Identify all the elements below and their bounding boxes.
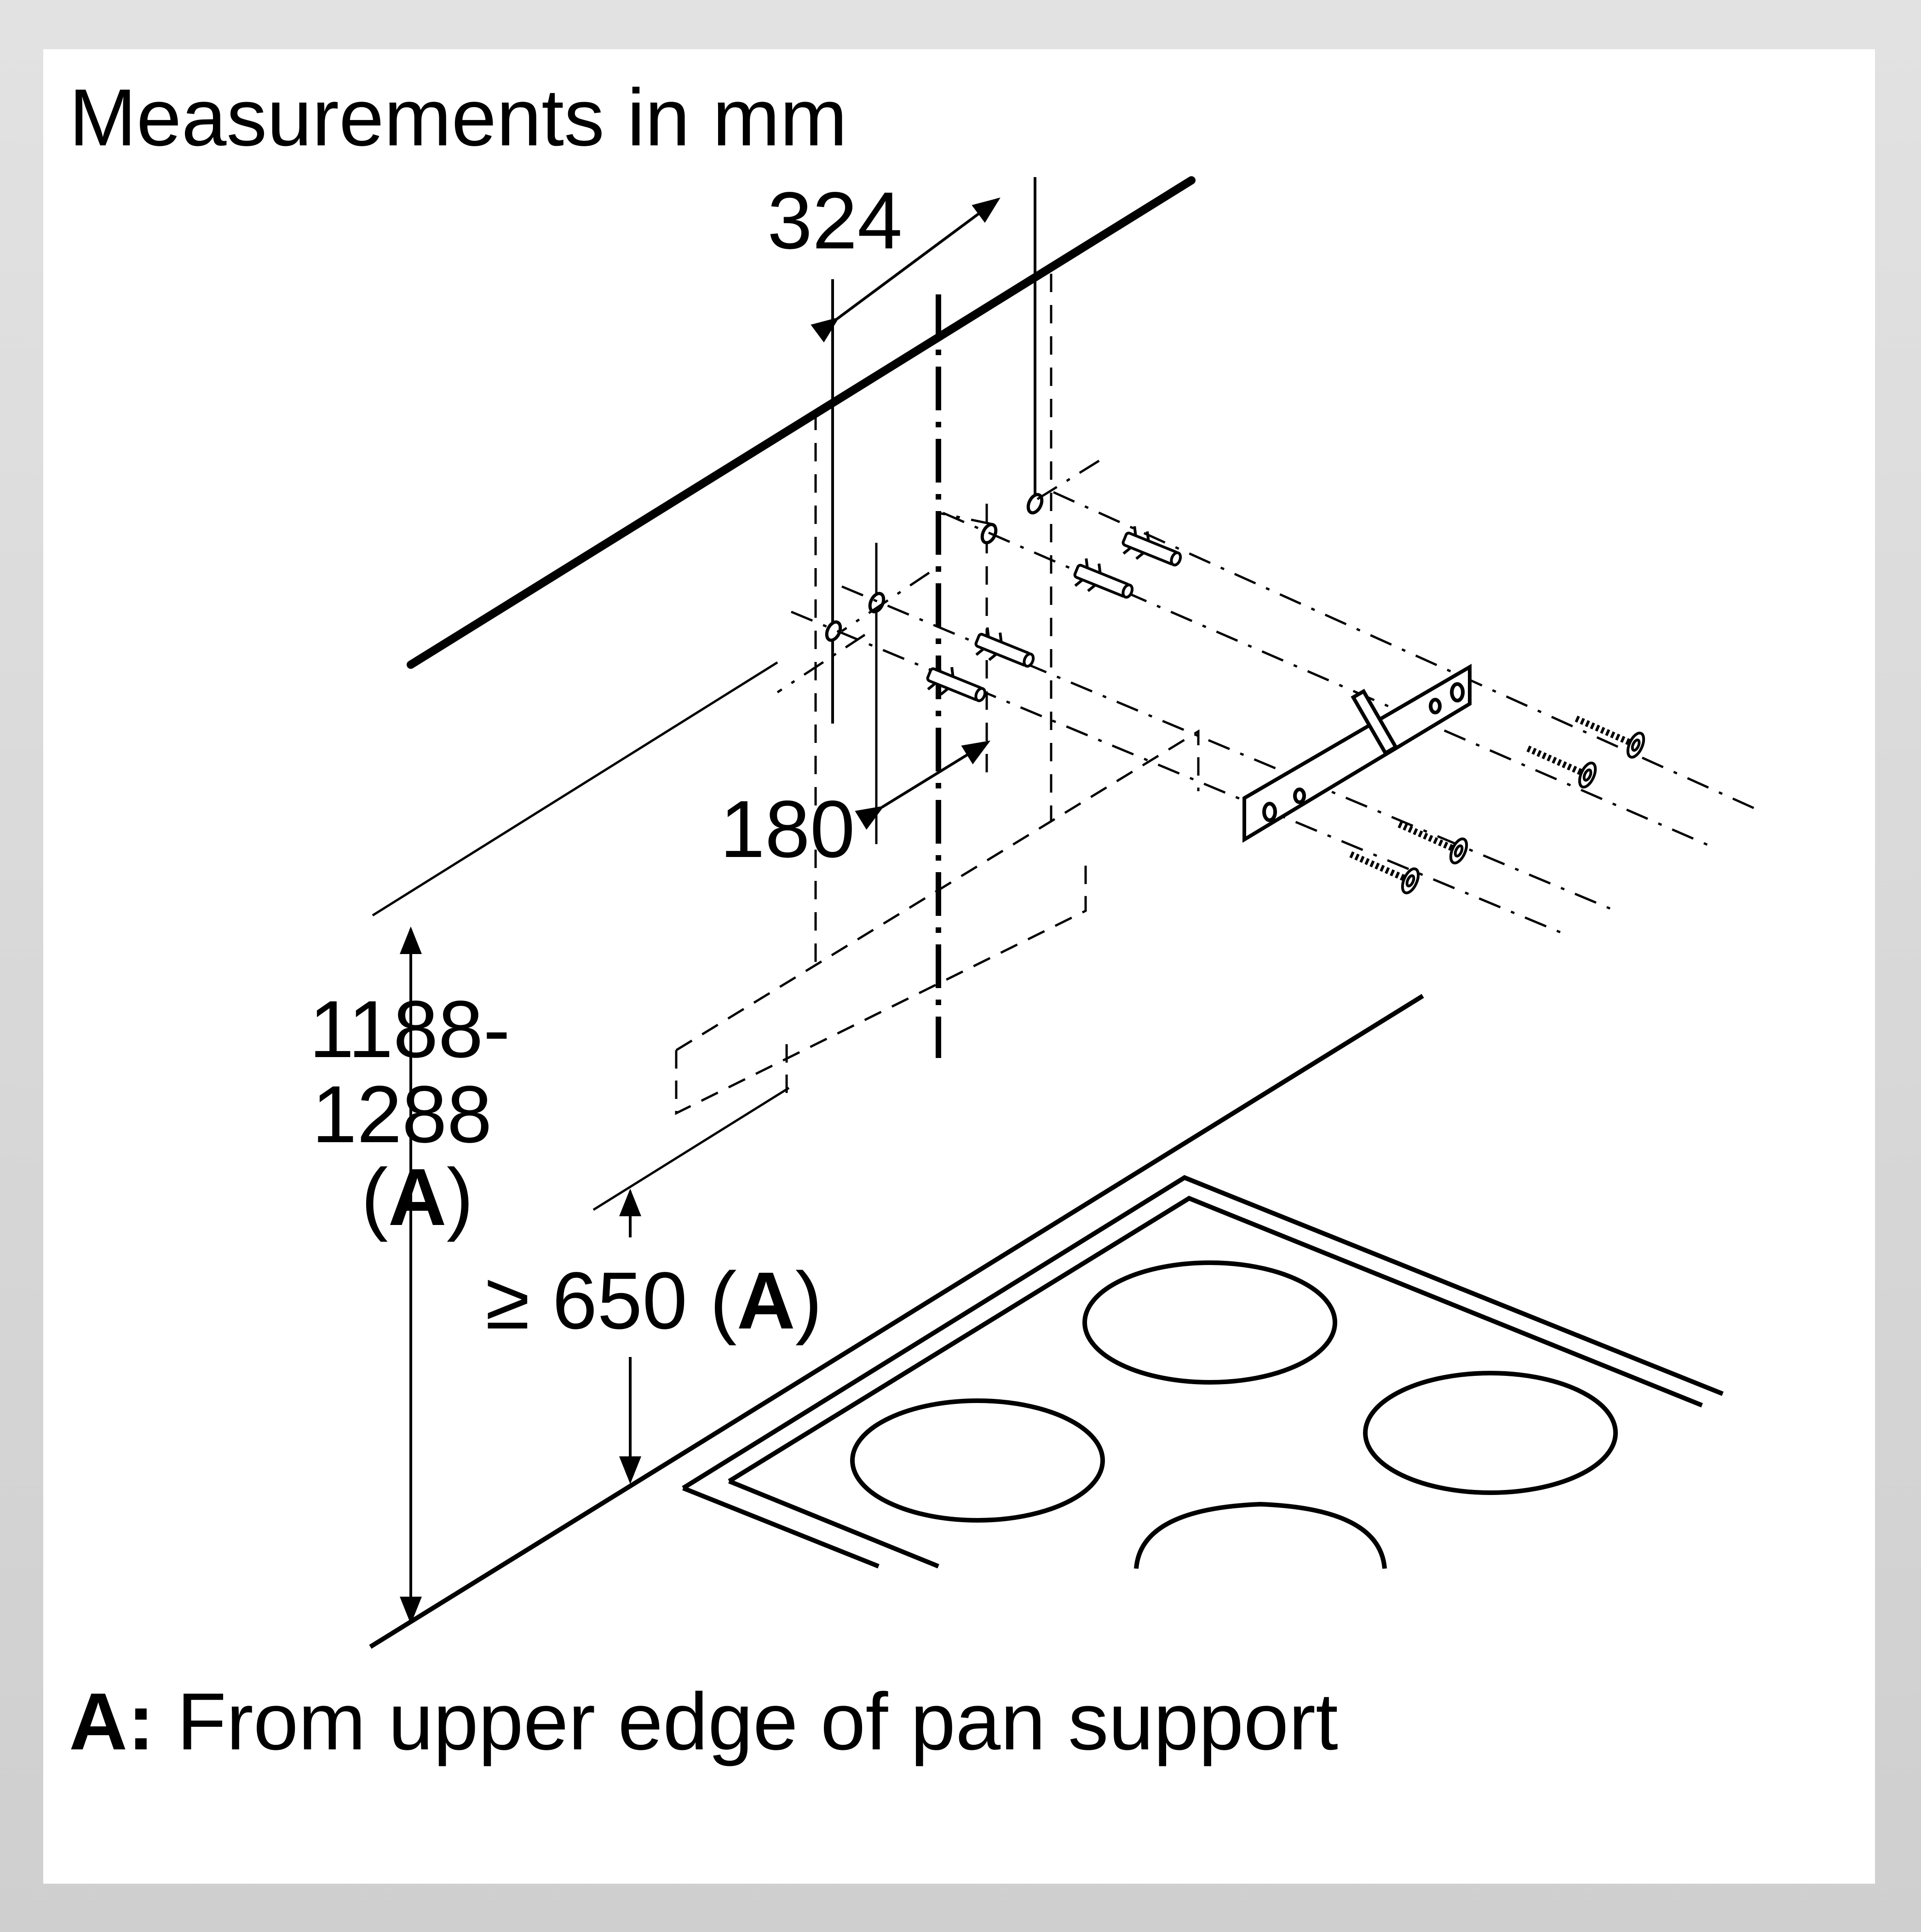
wall-edge-line	[407, 176, 1196, 669]
alignment-lines	[776, 456, 1758, 935]
dimension-spacing-label: 180	[720, 784, 855, 874]
page-title: Measurements in mm	[69, 73, 848, 163]
burner-back-left	[1082, 1260, 1337, 1385]
wall-plugs	[926, 526, 1182, 702]
footnote-text: From upper edge of pan support	[154, 1677, 1338, 1767]
drill-holes	[825, 493, 1044, 642]
dimension-height-line2: 1288	[312, 1070, 492, 1160]
dimension-height-ref: (A)	[361, 1152, 474, 1242]
footnote: A: From upper edge of pan support	[69, 1681, 1338, 1762]
footnote-key: A:	[69, 1677, 155, 1767]
wall-bracket	[1242, 664, 1472, 843]
burner-back-right	[1363, 1371, 1618, 1495]
dimension-width-label: 324	[767, 176, 903, 266]
dimension-height-line1: 1188-	[309, 984, 511, 1075]
burner-front-right	[1134, 1501, 1387, 1569]
dimension-min-height-label: ≥ 650 (A)	[485, 1256, 822, 1346]
cooktop	[369, 994, 1724, 1649]
width-dimension	[811, 177, 1053, 966]
height-dimension	[372, 661, 778, 1624]
burner-front-left	[850, 1398, 1105, 1523]
screws	[1349, 715, 1645, 895]
hood-outline	[675, 729, 1200, 1116]
diagram-panel	[43, 49, 1875, 1884]
min-height-dimension	[592, 1087, 790, 1484]
